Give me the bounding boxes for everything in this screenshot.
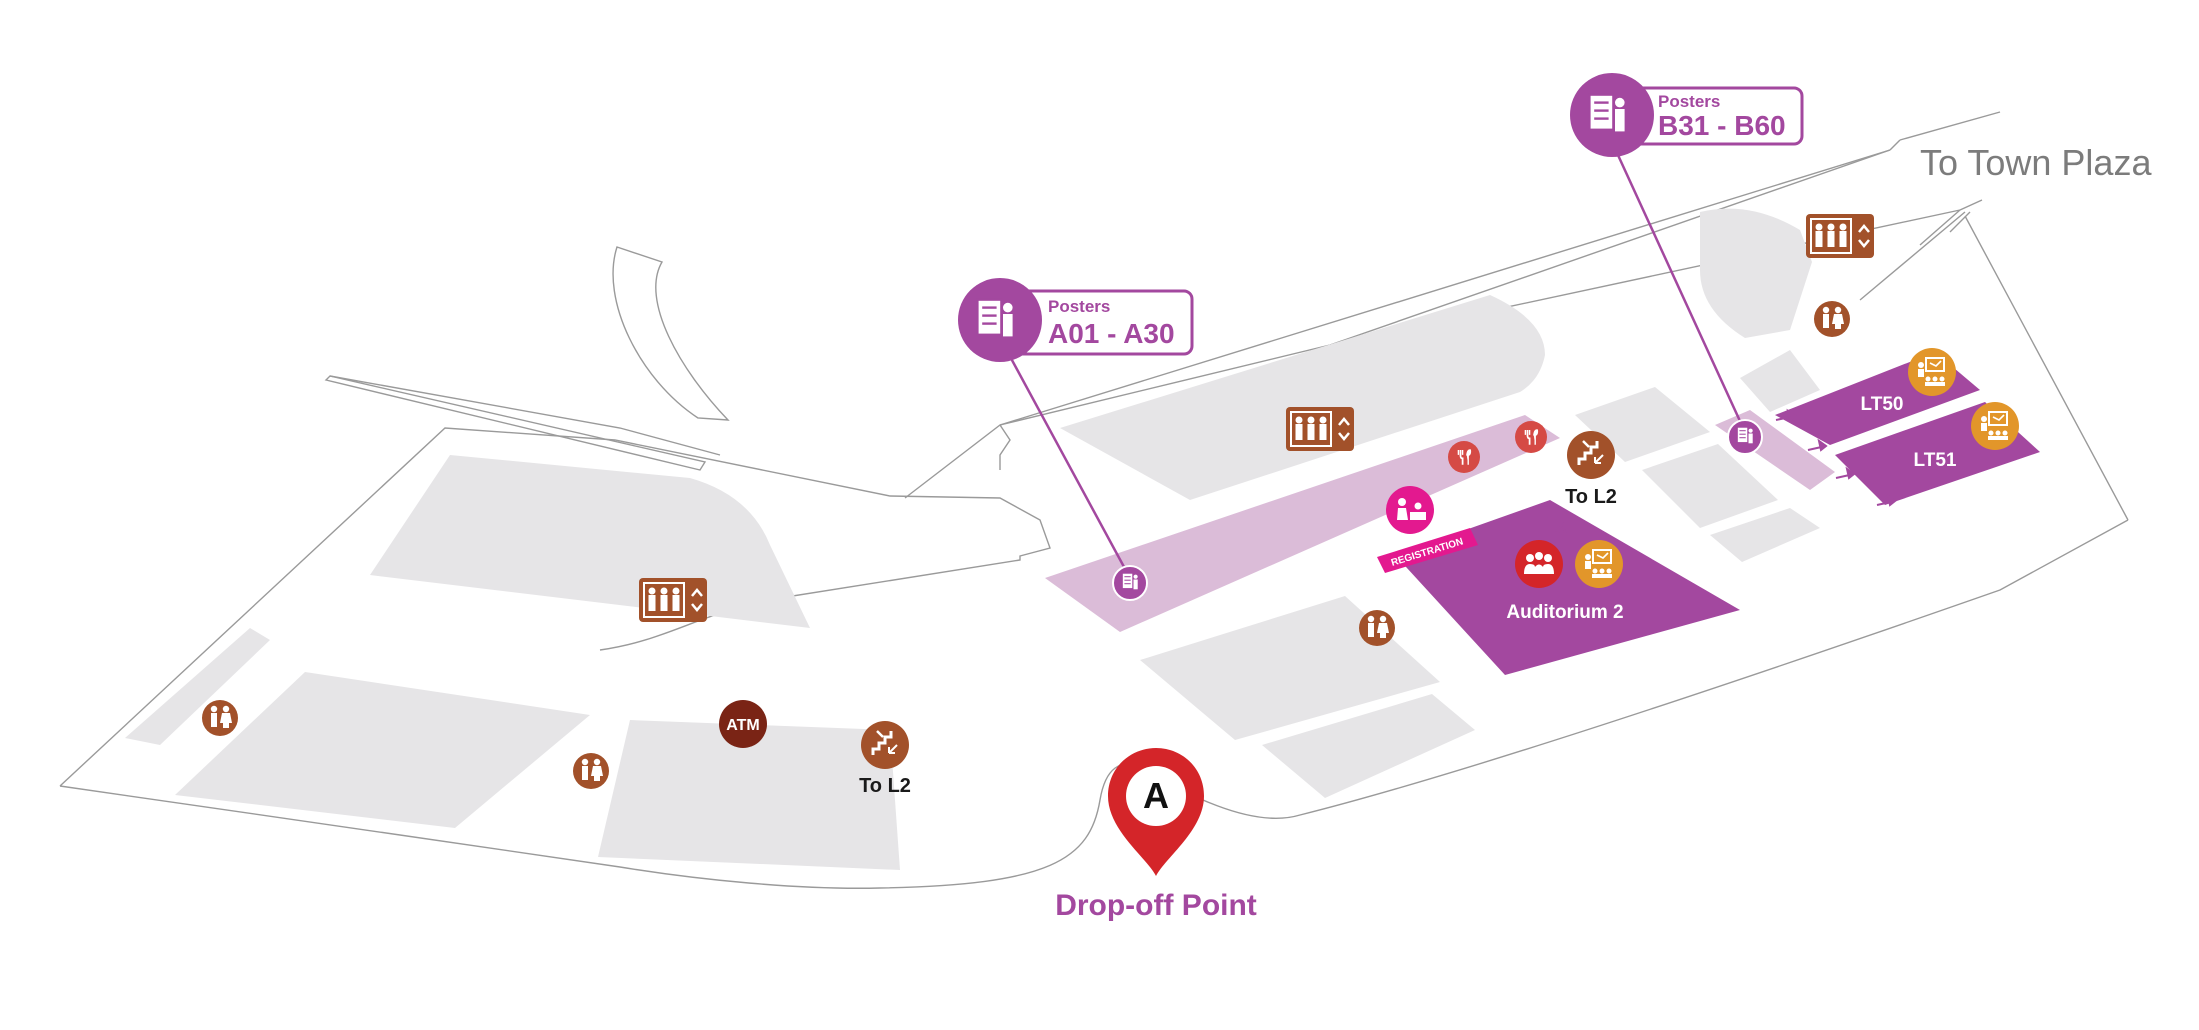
- auditorium-2-room[interactable]: Auditorium 2: [1395, 500, 1740, 675]
- toilet-icon[interactable]: [202, 700, 238, 736]
- poster-icon: [976, 298, 1014, 338]
- lecture-theatre-icon[interactable]: [1908, 348, 1956, 396]
- lift-icon[interactable]: [637, 576, 709, 624]
- lift-icon[interactable]: [1804, 212, 1876, 260]
- town-plaza-label: To Town Plaza: [1920, 142, 2152, 183]
- poster-b-range: B31 - B60: [1658, 110, 1786, 141]
- poster-pin-b[interactable]: [1727, 419, 1763, 455]
- location-pin-icon[interactable]: A: [1108, 748, 1204, 876]
- lift-icon[interactable]: [1284, 405, 1356, 453]
- lecture-theatre-icon[interactable]: [1575, 540, 1623, 588]
- poster-callout-b[interactable]: Posters B31 - B60: [1570, 73, 1804, 433]
- toilet-icon[interactable]: [573, 753, 609, 789]
- lt50-label: LT50: [1861, 394, 1904, 415]
- stairs-label-east: To L2: [1565, 486, 1617, 508]
- lecture-theatre-icon[interactable]: [1971, 402, 2019, 450]
- poster-icon: [1588, 93, 1626, 133]
- poster-callout-a[interactable]: Posters A01 - A30: [958, 278, 1194, 579]
- lt51-label: LT51: [1914, 450, 1957, 471]
- atm-label: ATM: [726, 717, 759, 734]
- stairs-icon[interactable]: [861, 721, 909, 769]
- auditorium-icon[interactable]: [1515, 540, 1563, 588]
- auditorium-2-label: Auditorium 2: [1506, 602, 1623, 623]
- toilet-icon[interactable]: [1814, 301, 1850, 337]
- site-outline: [59, 111, 2129, 889]
- atm-icon[interactable]: ATM: [719, 700, 767, 748]
- stairs-icon[interactable]: [1567, 431, 1615, 479]
- registration-icon[interactable]: [1386, 486, 1434, 534]
- toilet-icon[interactable]: [1359, 610, 1395, 646]
- entrance-arrows: [1547, 408, 1897, 534]
- poster-a-range: A01 - A30: [1048, 318, 1175, 349]
- dropoff-label: Drop-off Point: [1055, 889, 1257, 922]
- dropoff-marker-letter: A: [1143, 775, 1169, 816]
- restaurant-icon[interactable]: [1448, 441, 1480, 473]
- restaurant-icon[interactable]: [1515, 421, 1547, 453]
- poster-pin-a[interactable]: [1112, 565, 1148, 601]
- poster-a-title: Posters: [1048, 297, 1110, 316]
- stairs-label-west: To L2: [859, 775, 911, 797]
- poster-b-title: Posters: [1658, 92, 1720, 111]
